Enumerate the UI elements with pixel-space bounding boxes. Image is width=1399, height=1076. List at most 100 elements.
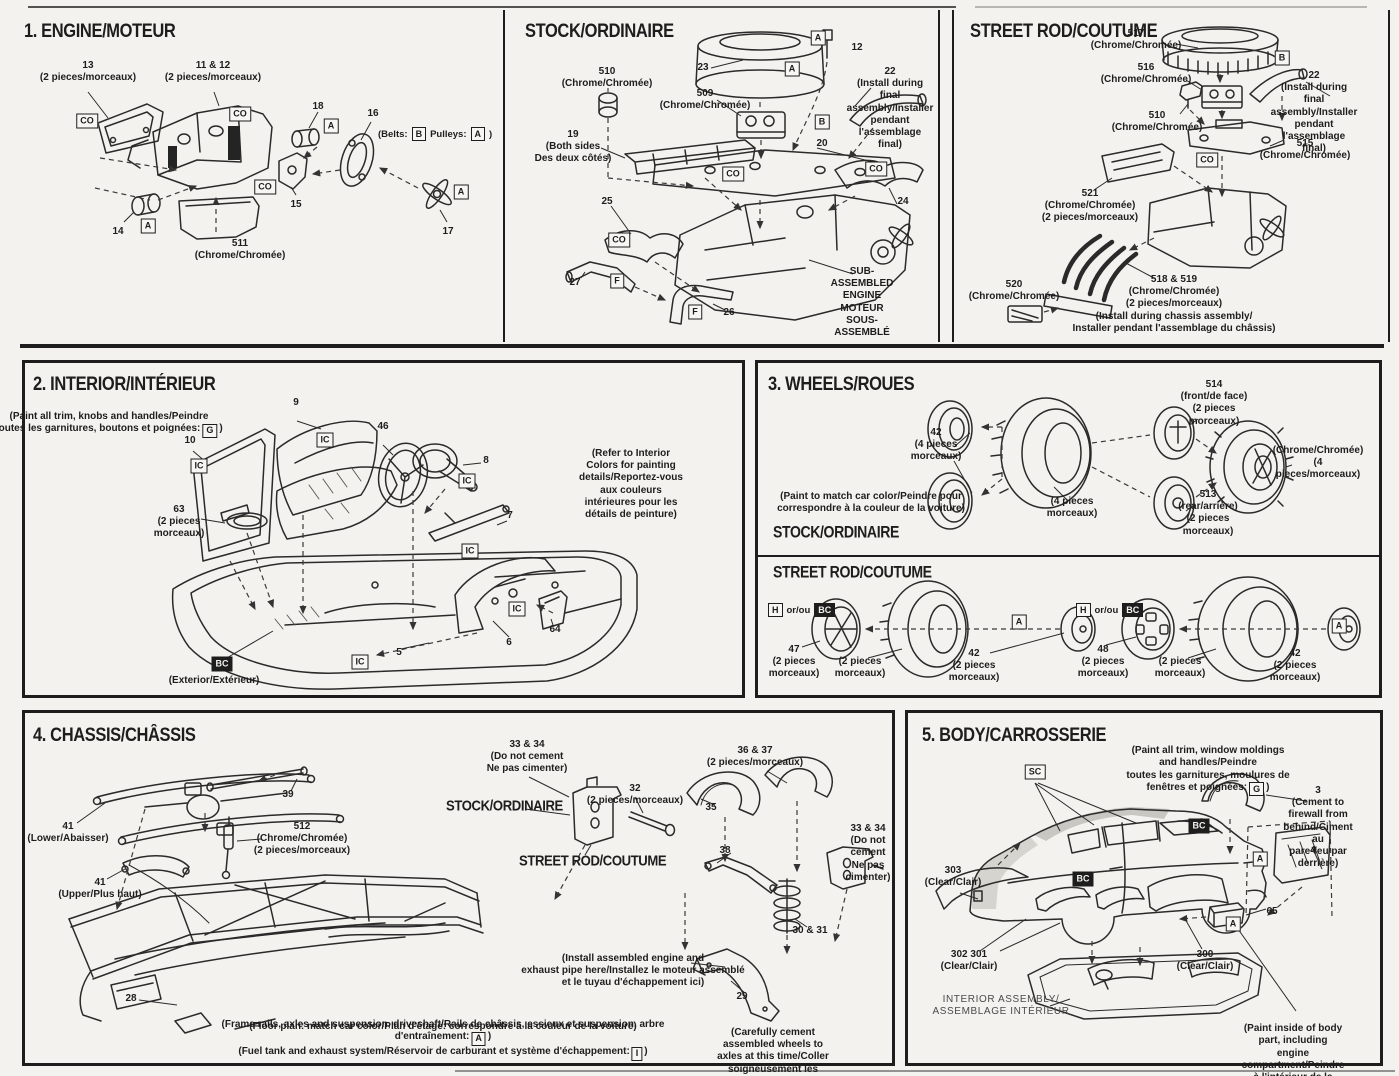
paint-inside-note: (Paint inside of body part, including en… [1242, 1011, 1345, 1076]
part-label-46: 46 [377, 421, 389, 432]
part-label-5: 5 [396, 647, 402, 658]
paint-inside-text: (Paint inside of body part, including en… [1241, 1023, 1345, 1076]
part-label-510: 510 (Chrome/Chromée) [561, 66, 653, 90]
part-label-516: 516 (Chrome/Chromée) [1100, 62, 1192, 86]
part-label-39: 39 [282, 789, 294, 800]
part-label-24: 24 [897, 196, 909, 207]
part-label-64: 64 [549, 624, 561, 635]
paint-code-sc: SC [1024, 764, 1046, 780]
section-title: STOCK/ORDINAIRE [525, 20, 674, 42]
section-title: STREET ROD/COUTUME [970, 20, 1158, 42]
part-label-20: 20 [816, 138, 828, 149]
stock-subheader: STOCK/ORDINAIRE [773, 524, 899, 542]
part-label-27: 27 [569, 277, 581, 288]
note-close: ) [489, 128, 493, 140]
paint-code-bc: BC [814, 603, 836, 617]
pulleys-note-text: Pulleys: [430, 128, 467, 140]
note-close: ) [219, 423, 223, 435]
belts-note-text: (Belts: [378, 128, 408, 140]
or-ou-text: or/ou [786, 604, 811, 616]
part-label-7: 7 [507, 510, 513, 521]
part-label-48: 48 (2 pieces morceaux) [1077, 644, 1129, 680]
paint-code-a: A [784, 61, 800, 77]
paint-code-g: G [202, 423, 218, 438]
section-street-rod-engine: STREET ROD/COUTUME 517 (Chrome/Chromée) … [954, 0, 1388, 344]
paint-code-a: A [470, 127, 485, 141]
part-label-16: 16 [367, 108, 379, 119]
panel-divider [938, 10, 940, 342]
paint-code-ic: IC [508, 601, 526, 617]
section-body: 5. BODY/CARROSSERIE (Paint all trim, win… [905, 710, 1383, 1076]
paint-code-bc: BC [1122, 603, 1144, 617]
paint-code-h: H [1076, 603, 1091, 617]
part-label-38: 38 [719, 845, 731, 856]
or-ou-text: or/ou [1094, 604, 1119, 616]
cement-wheels-note: (Carefully cement assembled wheels to ax… [717, 1027, 829, 1076]
part-label-9: 9 [293, 397, 299, 408]
paint-trim-text: (Paint all trim, window moldings and han… [1126, 745, 1290, 793]
sub-assembled-engine-label: SUB-ASSEMBLED ENGINE MOTEUR SOUS-ASSEMBL… [830, 266, 894, 338]
part-label-302-301: 302 301 (Clear/Clair) [940, 949, 998, 973]
paint-code-co: CO [608, 232, 630, 248]
part-label-63: 63 (2 pieces morceaux) [153, 504, 205, 540]
chrome-note: (Chrome/Chromée) (4 pieces/morceaux) [1272, 445, 1364, 481]
paint-code-i: I [631, 1046, 643, 1061]
part-label-47: 47 (2 pieces morceaux) [768, 644, 820, 680]
part-label-514: 514 (front/de face) (2 pieces morceaux) [1180, 379, 1248, 427]
paint-code-bc: BC [211, 656, 233, 672]
part-label-28: 28 [125, 993, 137, 1004]
section-title: 4. CHASSIS/CHÂSSIS [33, 724, 196, 746]
note-close: ) [1266, 781, 1270, 793]
paint-code-co: CO [1196, 152, 1218, 168]
paint-code-ic: IC [351, 654, 369, 670]
interior-assembly-label: INTERIOR ASSEMBLY/ ASSEMBLAGE INTÉRIEUR [932, 994, 1070, 1018]
part-label-42-rod: 42 (2 pieces morceaux) [948, 648, 1000, 684]
section-chassis: 4. CHASSIS/CHÂSSIS 39 41 (Lower/Abaisser… [22, 710, 895, 1076]
part-label-303: 303 (Clear/Clair) [924, 865, 982, 889]
paint-code-ic: IC [190, 458, 208, 474]
paint-code-bc: BC [1188, 818, 1210, 834]
part-label-517: 517 (Chrome/Chromée) [1090, 28, 1182, 52]
paint-code-co: CO [229, 106, 251, 122]
paint-code-a: A [1225, 916, 1241, 932]
part-label-11-12: 11 & 12 (2 pieces/morceaux) [164, 60, 262, 84]
part-label-510: 510 (Chrome/Chromée) [1111, 110, 1203, 134]
part-label-22: 22 (Install during final assembly/Instal… [846, 66, 934, 151]
paint-code-ic: IC [461, 543, 479, 559]
part-label-513: 513 (rear/arrière) (2 pieces morceaux) [1178, 489, 1238, 537]
section-title: 1. ENGINE/MOTEUR [24, 20, 176, 42]
section-interior: 2. INTERIOR/INTÉRIEUR (Paint all trim, k… [0, 360, 745, 698]
paint-code-co: CO [76, 113, 98, 129]
part-label-12: 12 [851, 42, 863, 53]
part-label-41-upper: 41 (Upper/Plus haut) [58, 877, 142, 901]
section-title: 5. BODY/CARROSSERIE [922, 724, 1107, 746]
fuel-tank-note: (Fuel tank and exhaust system/Réservoir … [238, 1034, 648, 1061]
paint-code-a: A [453, 184, 469, 200]
part-label-515: 515 (Chrome/Chromée) [1259, 138, 1351, 162]
street-rod-subheader: STREET ROD/COUTUME [773, 564, 932, 582]
street-rod-subheader: STREET ROD/COUTUME [519, 852, 667, 869]
sheet-top-edge [28, 6, 956, 8]
frame-rails-note: (Frame rails, axles and suspension, driv… [219, 1007, 668, 1046]
part-label-41-lower: 41 (Lower/Abaisser) [27, 821, 109, 845]
exterior-note: (Exterior/Extérieur) [168, 675, 260, 686]
note-close: ) [644, 1046, 648, 1058]
stock-subheader: STOCK/ORDINAIRE [446, 797, 563, 814]
paint-code-b: B [1274, 50, 1290, 66]
chassis-exploded-diagram [68, 756, 884, 1034]
part-label-22: 22 (Install during final assembly/Instal… [1270, 70, 1358, 155]
paint-code-bc: BC [1072, 871, 1094, 887]
paint-code-f: F [688, 304, 702, 320]
part-label-300: 300 (Clear/Clair) [1176, 949, 1234, 973]
part-label-65: 65 [1266, 906, 1278, 917]
sheet-top-edge-right [975, 6, 1367, 8]
sheet-bottom-edge [455, 1070, 1395, 1072]
paint-code-co: CO [865, 161, 887, 177]
part-label-3: 3 (Cement to firewall from behind/Ciment… [1283, 785, 1353, 870]
paint-code-b: B [411, 127, 427, 141]
interior-colors-note: (Refer to Interior Colors for painting d… [579, 448, 683, 520]
part-label-520: 520 (Chrome/Chromée) [968, 279, 1060, 303]
engine-install-note: (Install assembled engine and exhaust pi… [521, 953, 745, 989]
